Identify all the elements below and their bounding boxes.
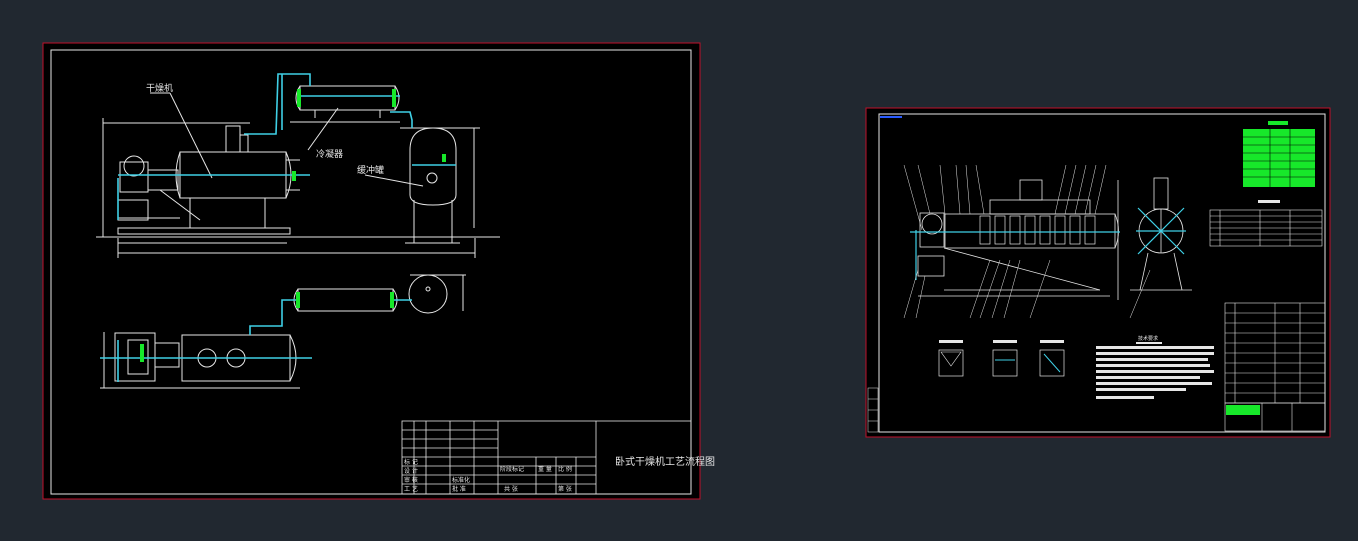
buffer-tank-elevation bbox=[364, 127, 480, 244]
svg-text:阶段标记: 阶段标记 bbox=[500, 465, 524, 473]
green-parameter-table bbox=[1243, 121, 1315, 187]
notes-text bbox=[1096, 346, 1214, 399]
svg-text:设 计: 设 计 bbox=[404, 467, 418, 475]
label-buffer-tank: 缓冲罐 bbox=[357, 164, 384, 176]
notes-title: 技术要求 bbox=[1138, 335, 1158, 342]
piping-plan bbox=[100, 299, 412, 382]
sheet-right[interactable]: 技术要求 bbox=[865, 107, 1331, 438]
svg-text:重 量: 重 量 bbox=[538, 465, 552, 473]
plan-fittings bbox=[140, 292, 394, 362]
label-dryer: 干燥机 bbox=[146, 82, 173, 94]
svg-text:比 例: 比 例 bbox=[558, 465, 572, 473]
sheet-left-border bbox=[50, 49, 692, 495]
svg-text:工 艺: 工 艺 bbox=[404, 485, 418, 493]
drawing-title: 卧式干燥机工艺流程图 bbox=[615, 455, 715, 468]
svg-text:标准化: 标准化 bbox=[452, 476, 470, 484]
nozzle-table-title bbox=[1258, 200, 1280, 203]
dryer-elevation bbox=[96, 92, 500, 258]
green-fittings bbox=[292, 89, 446, 181]
sheet-left-paper bbox=[42, 42, 701, 500]
assembly-piping bbox=[910, 207, 1186, 280]
detail-views bbox=[938, 340, 1065, 377]
parts-list bbox=[1224, 302, 1326, 432]
svg-text:审 核: 审 核 bbox=[404, 476, 418, 484]
notes-title-underline bbox=[1136, 342, 1162, 344]
parts-list-green-strip bbox=[1226, 405, 1260, 415]
assembly-compartments bbox=[979, 215, 1096, 245]
sheet-left[interactable]: 干燥机 冷凝器 缓冲罐 bbox=[42, 42, 715, 500]
sheet-right-border bbox=[878, 113, 1326, 433]
assembly-leaders bbox=[903, 164, 1151, 319]
piping-front bbox=[117, 73, 456, 220]
svg-text:第 张: 第 张 bbox=[558, 485, 572, 493]
revision-strip bbox=[867, 387, 879, 433]
title-block-row-labels: 标 记 设 计 审 核 工 艺 标准化 批 准 阶段标记 重 量 比 例 共 张… bbox=[404, 458, 572, 493]
title-block bbox=[401, 420, 692, 495]
label-condenser: 冷凝器 bbox=[316, 148, 343, 160]
nozzle-table bbox=[1209, 209, 1323, 247]
svg-text:批 准: 批 准 bbox=[452, 485, 466, 493]
blue-marker bbox=[880, 116, 902, 118]
svg-text:标 记: 标 记 bbox=[404, 458, 418, 466]
svg-text:共 张: 共 张 bbox=[504, 485, 518, 493]
